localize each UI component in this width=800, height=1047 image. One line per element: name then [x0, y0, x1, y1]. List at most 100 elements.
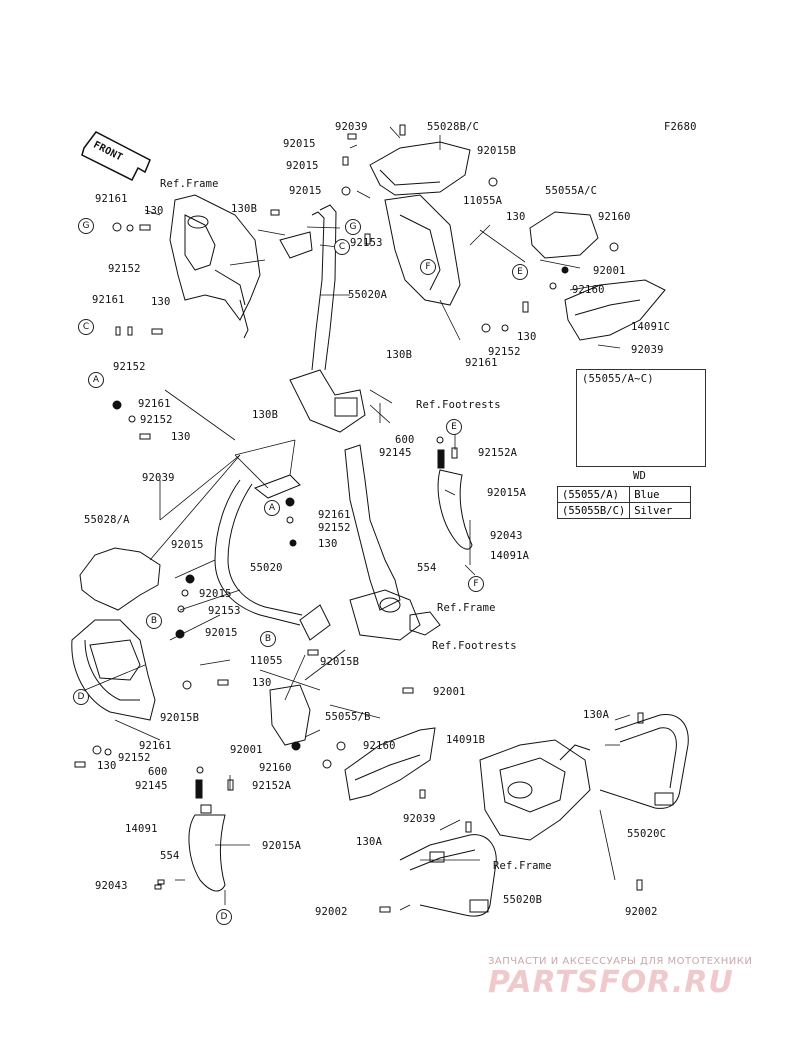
part-label: 11055A: [463, 195, 503, 207]
part-label: 130: [171, 431, 191, 443]
part-label: 554: [417, 562, 437, 574]
part-label: 130: [144, 205, 164, 217]
part-label: 92152: [108, 263, 141, 275]
frame-middle: [344, 444, 441, 641]
inner-panel: [384, 194, 461, 306]
part-label: 92039: [403, 813, 436, 825]
frame-upper-left: [169, 194, 261, 339]
callout-f: F: [420, 259, 436, 275]
part-label: 92015: [199, 588, 232, 600]
ref-label: Ref.Footrests: [432, 640, 517, 652]
crash-bar-55020c: [599, 714, 689, 809]
part-label: 92002: [625, 906, 658, 918]
color-table: (55055/A) Blue (55055B/C) Silver: [556, 486, 692, 519]
part-label: 92152A: [252, 780, 292, 792]
part-label: 92153: [208, 605, 241, 617]
part-label: 92161: [465, 357, 498, 369]
callout-g: G: [345, 219, 361, 235]
part-label: 130B: [252, 409, 279, 421]
callout-b: B: [146, 613, 162, 629]
leader-lines: [84, 126, 631, 911]
part-label: 130A: [583, 709, 610, 721]
part-label: 92015B: [477, 145, 517, 157]
callout-e: E: [446, 419, 462, 435]
callout-c: C: [334, 239, 350, 255]
table-cell-part: (55055/A): [556, 486, 631, 503]
part-label: 92152: [118, 752, 151, 764]
table-cell-color: Silver: [629, 502, 692, 519]
crash-bar-55020b: [399, 834, 497, 917]
part-label: 130: [517, 331, 537, 343]
left-fairing-55028a: [71, 547, 161, 721]
part-label: 92015: [289, 185, 322, 197]
part-label: 92160: [259, 762, 292, 774]
part-label: 130B: [386, 349, 413, 361]
ref-label: Ref.Frame: [160, 178, 219, 190]
part-label: 55020C: [627, 828, 667, 840]
watermark-logo: PARTSFOR.RU: [488, 965, 734, 1000]
bracket-55055a: [529, 211, 599, 259]
callout-c: C: [78, 319, 94, 335]
part-label: 92015: [171, 539, 204, 551]
part-label: 92161: [139, 740, 172, 752]
part-label: 11055: [250, 655, 283, 667]
part-label: 600: [395, 434, 415, 446]
bag-14091a: [437, 469, 473, 550]
part-label: 130A: [356, 836, 383, 848]
ref-label: Ref.Frame: [493, 860, 552, 872]
lower-cover-14091b: [344, 727, 436, 801]
part-label: 92015B: [320, 656, 360, 668]
callout-b: B: [260, 631, 276, 647]
part-label: 130: [97, 760, 117, 772]
table-row: (55055/A) Blue: [556, 486, 692, 503]
table-row: (55055B/C) Silver: [556, 502, 692, 519]
part-label: 92152: [488, 346, 521, 358]
part-label: 600: [148, 766, 168, 778]
table-cell-part: (55055B/C): [556, 502, 631, 519]
callout-g: G: [78, 218, 94, 234]
front-arrow-icon: [81, 131, 151, 182]
part-label: 14091A: [490, 550, 530, 562]
part-label: 92039: [142, 472, 175, 484]
lower-cover-14091c: [564, 279, 666, 341]
callout-f: F: [468, 576, 484, 592]
part-label: 92015: [205, 627, 238, 639]
callout-d: D: [73, 689, 89, 705]
part-label: 55020: [250, 562, 283, 574]
part-label: 92015B: [160, 712, 200, 724]
part-label: 92015: [283, 138, 316, 150]
part-label: 130: [506, 211, 526, 223]
table-cell-color: Blue: [629, 486, 692, 503]
inset-title: (55055/A~C): [582, 373, 654, 385]
callout-a: A: [88, 372, 104, 388]
part-label: 92039: [335, 121, 368, 133]
part-label: 92152: [318, 522, 351, 534]
part-label: 92001: [433, 686, 466, 698]
callout-a: A: [264, 500, 280, 516]
part-label: 92152: [140, 414, 173, 426]
bracket-55055b: [269, 684, 311, 746]
inset-caption: WD: [633, 470, 647, 482]
figure-code: F2680: [664, 121, 697, 133]
part-label: 130: [318, 538, 338, 550]
fasteners: [74, 124, 644, 913]
part-label: 92001: [593, 265, 626, 277]
part-label: 92161: [138, 398, 171, 410]
part-label: 130: [151, 296, 171, 308]
part-label: 92161: [92, 294, 125, 306]
bag-14091: [188, 804, 226, 892]
part-label: 55020B: [503, 894, 543, 906]
callout-e: E: [512, 264, 528, 280]
part-label: 92015A: [262, 840, 302, 852]
part-label: 92160: [598, 211, 631, 223]
watermark: ЗАПЧАСТИ И АКСЕССУАРЫ ДЛЯ МОТОТЕХНИКИ PA…: [488, 956, 778, 1000]
part-label: 14091B: [446, 734, 486, 746]
ref-label: Ref.Frame: [437, 602, 496, 614]
part-label: 130: [252, 677, 272, 689]
part-label: 14091: [125, 823, 158, 835]
part-label: 92161: [95, 193, 128, 205]
part-label: 14091C: [631, 321, 671, 333]
part-label: 92145: [379, 447, 412, 459]
